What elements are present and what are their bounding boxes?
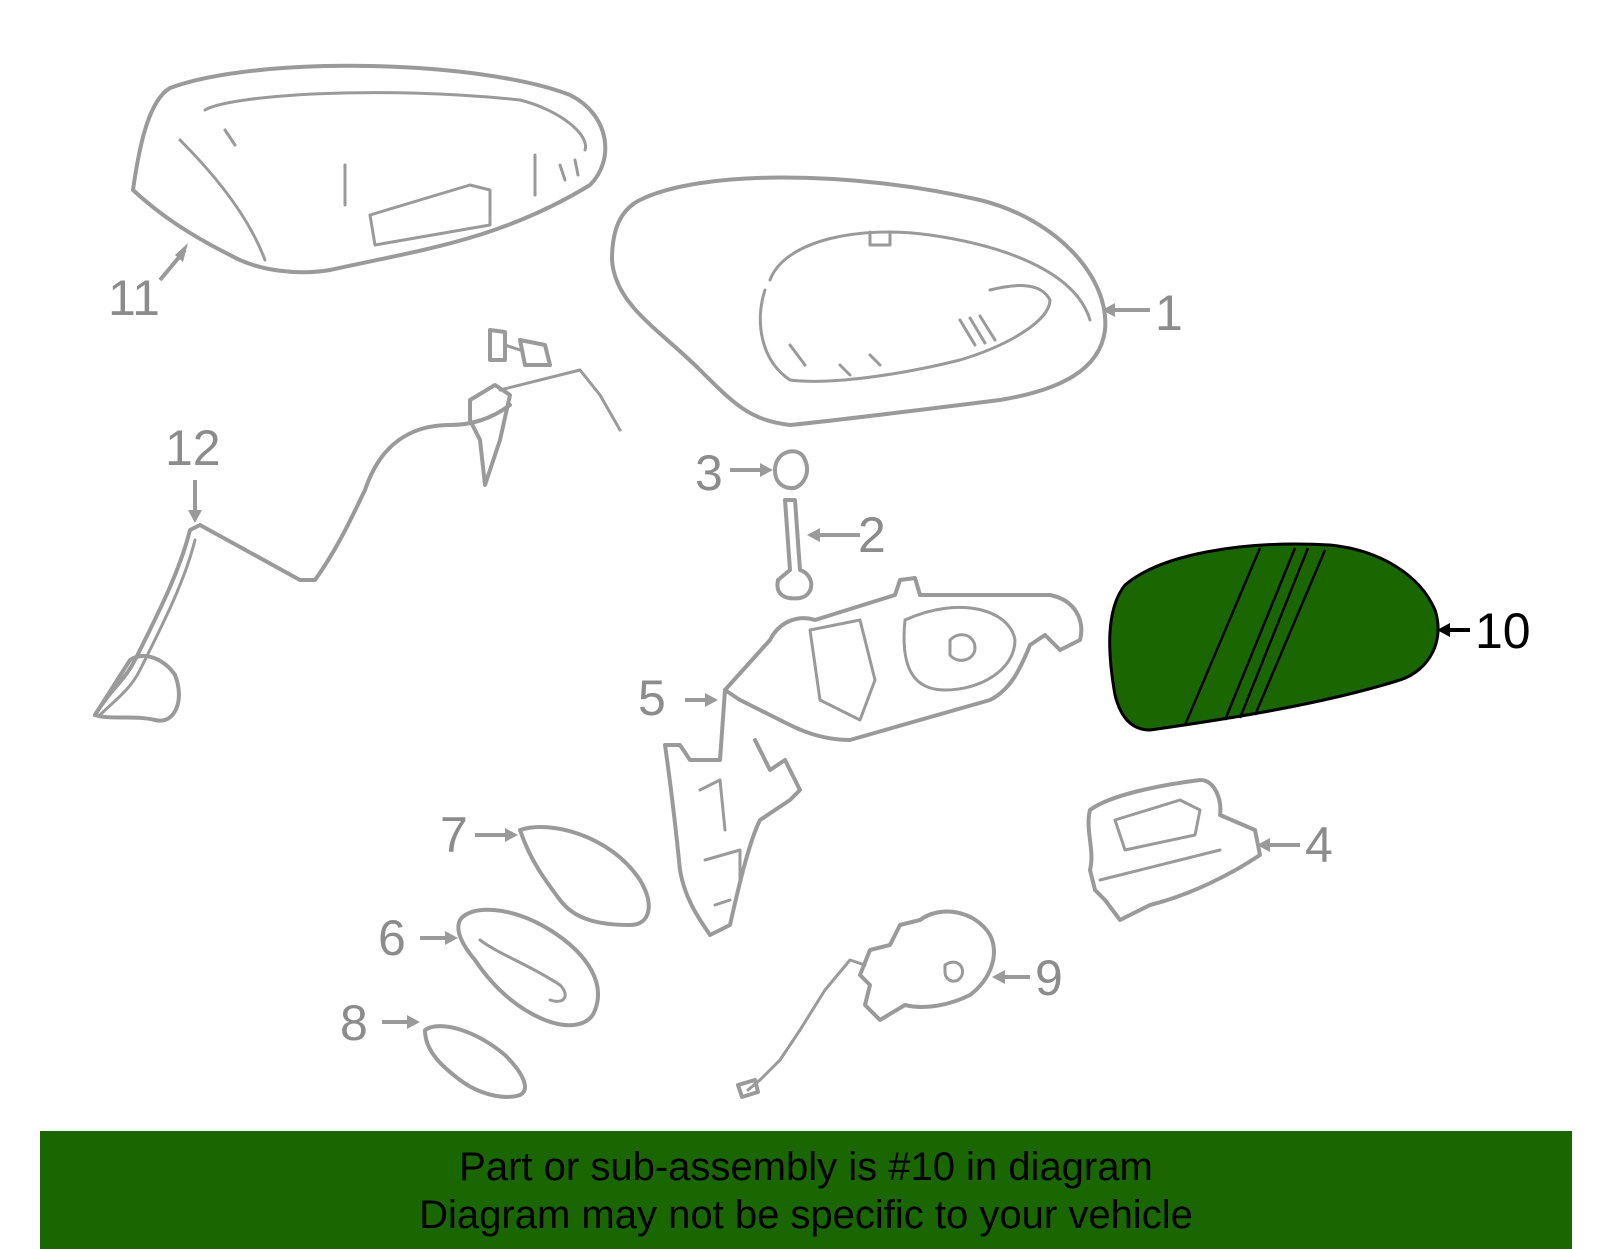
callout-11: 11 xyxy=(108,270,160,326)
callout-1: 1 xyxy=(1155,285,1183,341)
callout-numbers: 11 1 12 3 2 5 10 4 7 6 8 9 xyxy=(108,270,1531,1051)
banner-line-2: Diagram may not be specific to your vehi… xyxy=(419,1193,1193,1237)
part-4-module[interactable] xyxy=(1086,778,1262,922)
callout-12: 12 xyxy=(165,420,221,476)
info-banner: Part or sub-assembly is #10 in diagram D… xyxy=(40,1131,1572,1249)
callout-5: 5 xyxy=(638,670,666,726)
part-6-light-housing[interactable] xyxy=(456,907,600,1028)
part-10-mirror-glass[interactable] xyxy=(1108,542,1440,732)
part-12-wiring-harness[interactable] xyxy=(93,328,622,723)
callout-8: 8 xyxy=(340,995,368,1051)
callout-10: 10 xyxy=(1475,603,1531,659)
callout-2: 2 xyxy=(858,507,886,563)
banner-line-1: Part or sub-assembly is #10 in diagram xyxy=(459,1145,1153,1189)
callout-4: 4 xyxy=(1305,817,1333,873)
part-1-mirror-housing[interactable] xyxy=(610,175,1108,427)
callout-leaders xyxy=(158,243,1470,1029)
callout-9: 9 xyxy=(1035,950,1063,1006)
part-2-bolt[interactable] xyxy=(775,498,814,601)
part-8-lens[interactable] xyxy=(423,1024,527,1099)
part-5-mirror-bracket[interactable] xyxy=(663,576,1084,937)
callout-3: 3 xyxy=(695,445,723,501)
callout-6: 6 xyxy=(378,910,406,966)
part-11-mirror-cover[interactable] xyxy=(131,63,608,275)
part-7-trim[interactable] xyxy=(518,825,651,927)
part-9-motor[interactable] xyxy=(736,909,996,1099)
callout-7: 7 xyxy=(440,807,468,863)
part-3-cap[interactable] xyxy=(773,449,810,491)
